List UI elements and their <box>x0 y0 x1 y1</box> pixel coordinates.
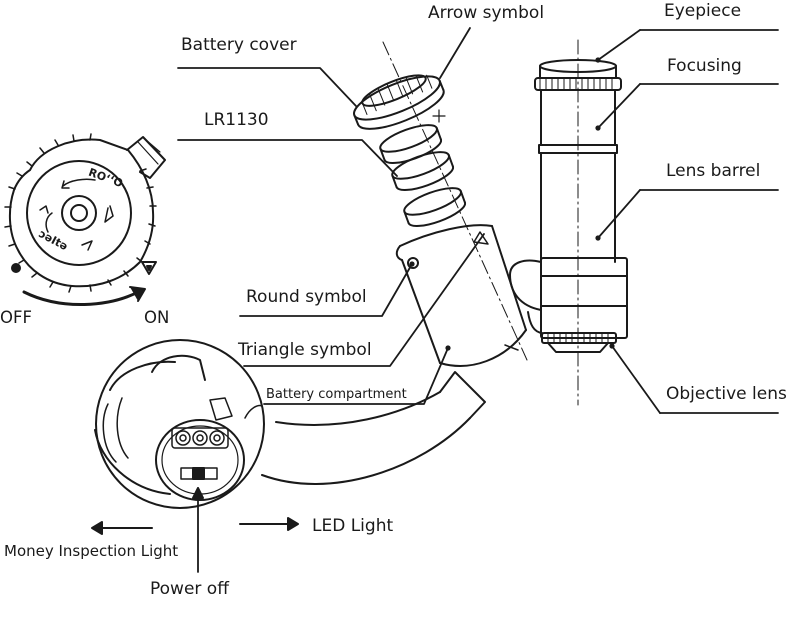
battery-cover-part <box>353 74 446 130</box>
label-power-off: Power off <box>150 579 229 599</box>
lens-barrel-body <box>509 39 628 406</box>
lr1130-batteries <box>379 41 528 361</box>
label-round-symbol: Round symbol <box>246 287 367 307</box>
label-off: OFF <box>0 308 32 327</box>
label-triangle-symbol: Triangle symbol <box>238 340 372 360</box>
label-objective-lens: Objective lens <box>666 384 787 404</box>
label-eyepiece: Eyepiece <box>664 1 742 21</box>
leader-lines <box>177 27 779 573</box>
label-money-inspection-light: Money Inspection Light <box>4 542 179 560</box>
leader-dots <box>409 57 615 351</box>
battery-compartment-housing <box>395 224 527 367</box>
label-battery-cover: Battery cover <box>181 35 297 55</box>
label-led-light: LED Light <box>312 516 394 536</box>
direction-arrows <box>91 487 299 535</box>
label-lens-barrel: Lens barrel <box>666 161 761 181</box>
label-on: ON <box>144 308 170 327</box>
power-dial <box>4 133 166 306</box>
label-battery-compartment: Battery compartment <box>266 387 407 402</box>
label-arrow-symbol: Arrow symbol <box>428 3 545 23</box>
label-lr1130: LR1130 <box>204 110 269 130</box>
led-module-detail <box>94 339 486 509</box>
label-focusing: Focusing <box>667 56 742 76</box>
